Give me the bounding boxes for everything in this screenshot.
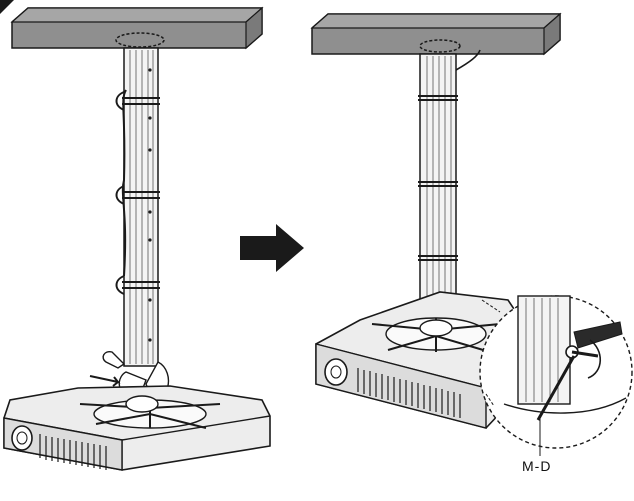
left-scene	[0, 0, 271, 471]
left-insert-arrow-icon	[89, 375, 121, 387]
callout-label-md: M-D	[522, 458, 552, 474]
left-ceiling-plate-icon	[10, 6, 264, 50]
corner-mark-icon	[0, 0, 14, 14]
right-scene	[310, 12, 633, 456]
direction-arrow-icon	[240, 224, 304, 272]
left-projector-icon	[3, 385, 271, 471]
left-extension-pole-icon	[115, 47, 160, 367]
detail-callout	[479, 295, 633, 456]
right-ceiling-plate-icon	[310, 12, 562, 56]
rotate-arrow-icon	[587, 339, 602, 379]
hex-key-icon	[536, 350, 599, 421]
